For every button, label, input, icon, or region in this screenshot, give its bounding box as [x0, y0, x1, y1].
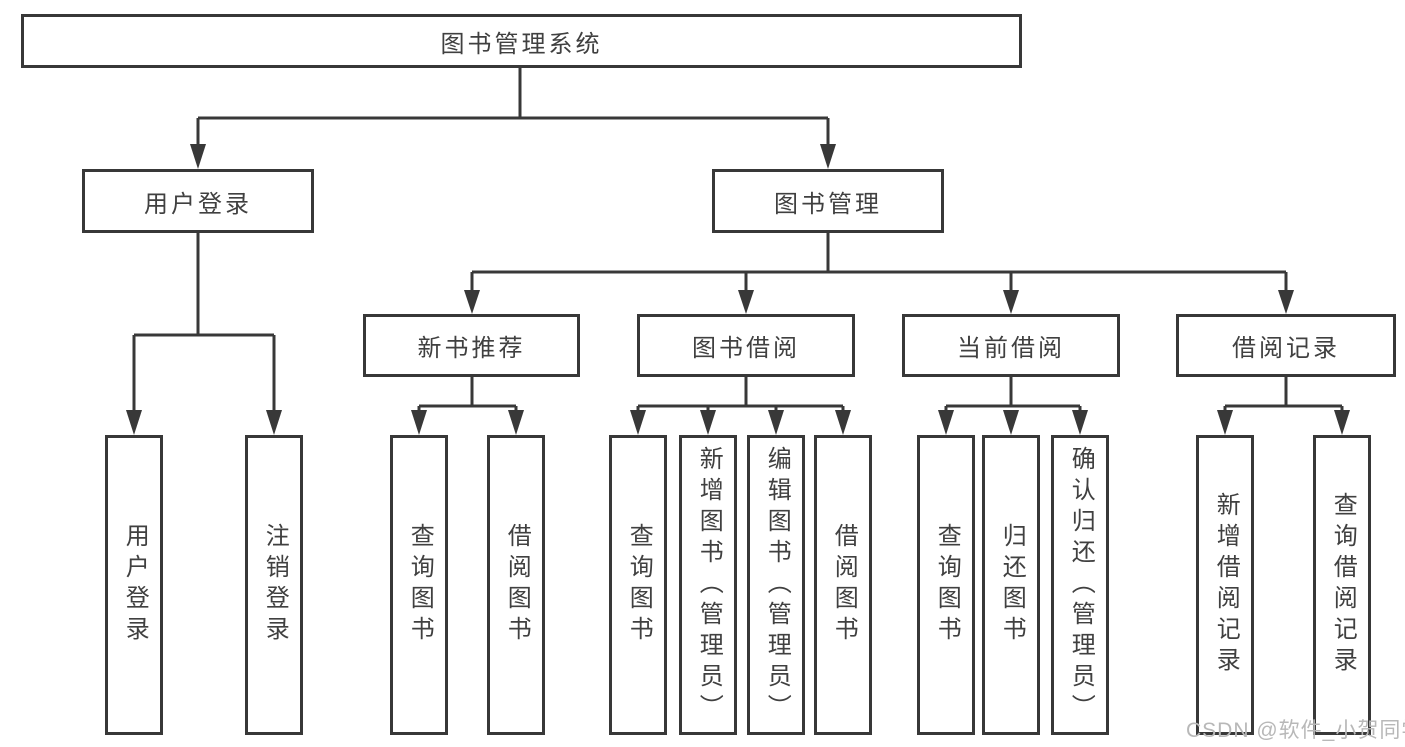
- leaf-confirm-return-admin: 确认归还（管理员）: [1051, 435, 1109, 735]
- node-borrow-records: 借阅记录: [1176, 314, 1396, 377]
- leaf-edit-book-admin-label: 编辑图书（管理员）: [763, 445, 791, 725]
- leaf-logout: 注销登录: [245, 435, 303, 735]
- node-user-login: 用户登录: [82, 169, 314, 233]
- node-book-borrow-label: 图书借阅: [692, 335, 800, 362]
- node-book-management: 图书管理: [712, 169, 944, 233]
- leaf-user-login-label: 用户登录: [121, 523, 149, 647]
- leaf-add-book-admin: 新增图书（管理员）: [679, 435, 737, 735]
- node-current-borrow: 当前借阅: [902, 314, 1120, 377]
- watermark: CSDN @软件_小贺同学: [1186, 719, 1405, 742]
- leaf-borrow-query-book: 查询图书: [609, 435, 667, 735]
- node-book-borrow: 图书借阅: [637, 314, 855, 377]
- leaf-current-query-book: 查询图书: [917, 435, 975, 735]
- node-root: 图书管理系统: [21, 14, 1022, 68]
- leaf-add-book-admin-label: 新增图书（管理员）: [695, 445, 723, 725]
- leaf-recommend-query-book: 查询图书: [390, 435, 448, 735]
- leaf-logout-label: 注销登录: [261, 523, 289, 647]
- node-new-book-recommend-label: 新书推荐: [417, 335, 526, 362]
- leaf-recommend-borrow-book-label: 借阅图书: [503, 523, 531, 647]
- leaf-recommend-borrow-book: 借阅图书: [487, 435, 545, 735]
- leaf-borrow-query-book-label: 查询图书: [625, 523, 653, 647]
- node-book-management-label: 图书管理: [774, 190, 882, 218]
- node-current-borrow-label: 当前借阅: [957, 335, 1065, 362]
- leaf-return-book-label: 归还图书: [998, 523, 1026, 647]
- leaf-add-borrow-record: 新增借阅记录: [1196, 435, 1254, 735]
- leaf-query-borrow-record-label: 查询借阅记录: [1329, 492, 1357, 678]
- leaf-edit-book-admin: 编辑图书（管理员）: [747, 435, 805, 735]
- leaf-query-borrow-record: 查询借阅记录: [1313, 435, 1371, 735]
- leaf-add-borrow-record-label: 新增借阅记录: [1212, 492, 1240, 678]
- leaf-user-login: 用户登录: [105, 435, 163, 735]
- leaf-confirm-return-admin-label: 确认归还（管理员）: [1067, 445, 1095, 725]
- leaf-borrow-book: 借阅图书: [814, 435, 872, 735]
- node-new-book-recommend: 新书推荐: [363, 314, 580, 377]
- node-root-label: 图书管理系统: [440, 30, 603, 58]
- leaf-borrow-book-label: 借阅图书: [830, 523, 858, 647]
- leaf-current-query-book-label: 查询图书: [933, 523, 961, 647]
- leaf-recommend-query-book-label: 查询图书: [406, 523, 434, 647]
- node-borrow-records-label: 借阅记录: [1232, 335, 1340, 362]
- leaf-return-book: 归还图书: [982, 435, 1040, 735]
- node-user-login-label: 用户登录: [144, 190, 252, 218]
